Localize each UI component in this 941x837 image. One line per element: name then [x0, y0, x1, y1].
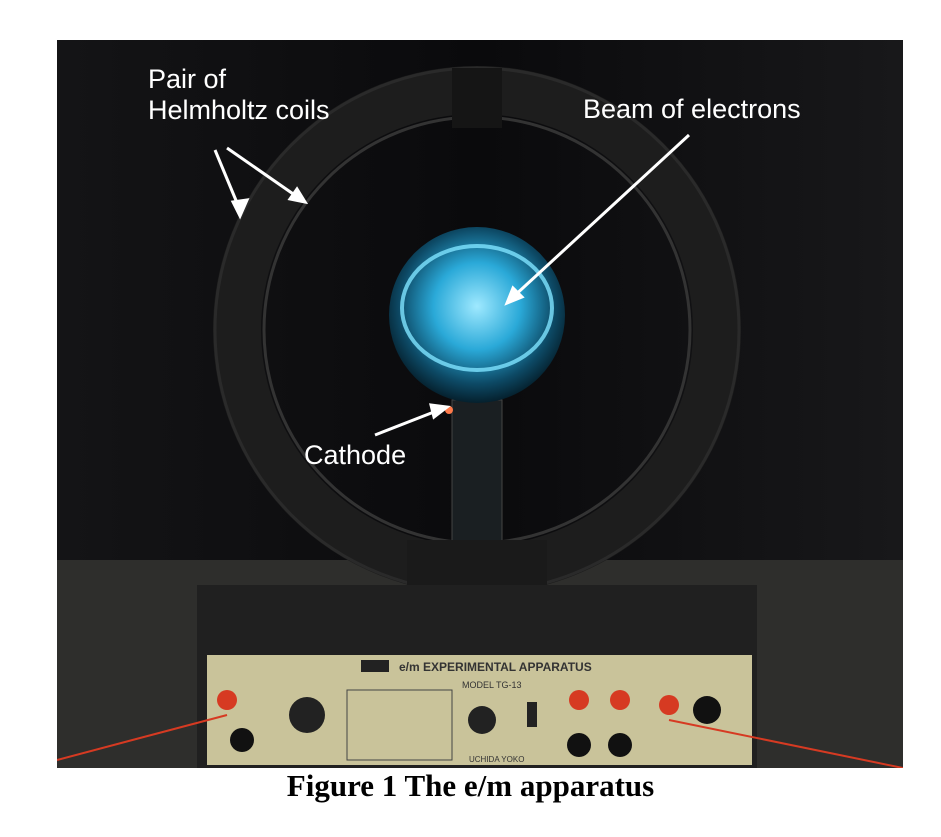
helmholtz-coils-label: Pair of Helmholtz coils — [148, 64, 330, 126]
control-panel: e/m EXPERIMENTAL APPARATUS MODEL TG-13 U… — [57, 655, 903, 768]
label-line: Helmholtz coils — [148, 95, 330, 125]
apparatus-photo: e/m EXPERIMENTAL APPARATUS MODEL TG-13 U… — [57, 40, 903, 768]
electron-tube — [389, 227, 565, 551]
svg-text:UCHIDA YOKO: UCHIDA YOKO — [469, 755, 524, 764]
svg-text:e/m EXPERIMENTAL APPARATUS: e/m EXPERIMENTAL APPARATUS — [399, 660, 592, 674]
figure-caption: Figure 1 The e/m apparatus — [286, 768, 655, 803]
cathode-label: Cathode — [304, 440, 407, 470]
beam-label: Beam of electrons — [583, 94, 801, 124]
svg-text:MODEL TG-13: MODEL TG-13 — [462, 680, 522, 690]
annotation-arrows — [213, 133, 691, 437]
label-line: Pair of — [148, 64, 227, 94]
